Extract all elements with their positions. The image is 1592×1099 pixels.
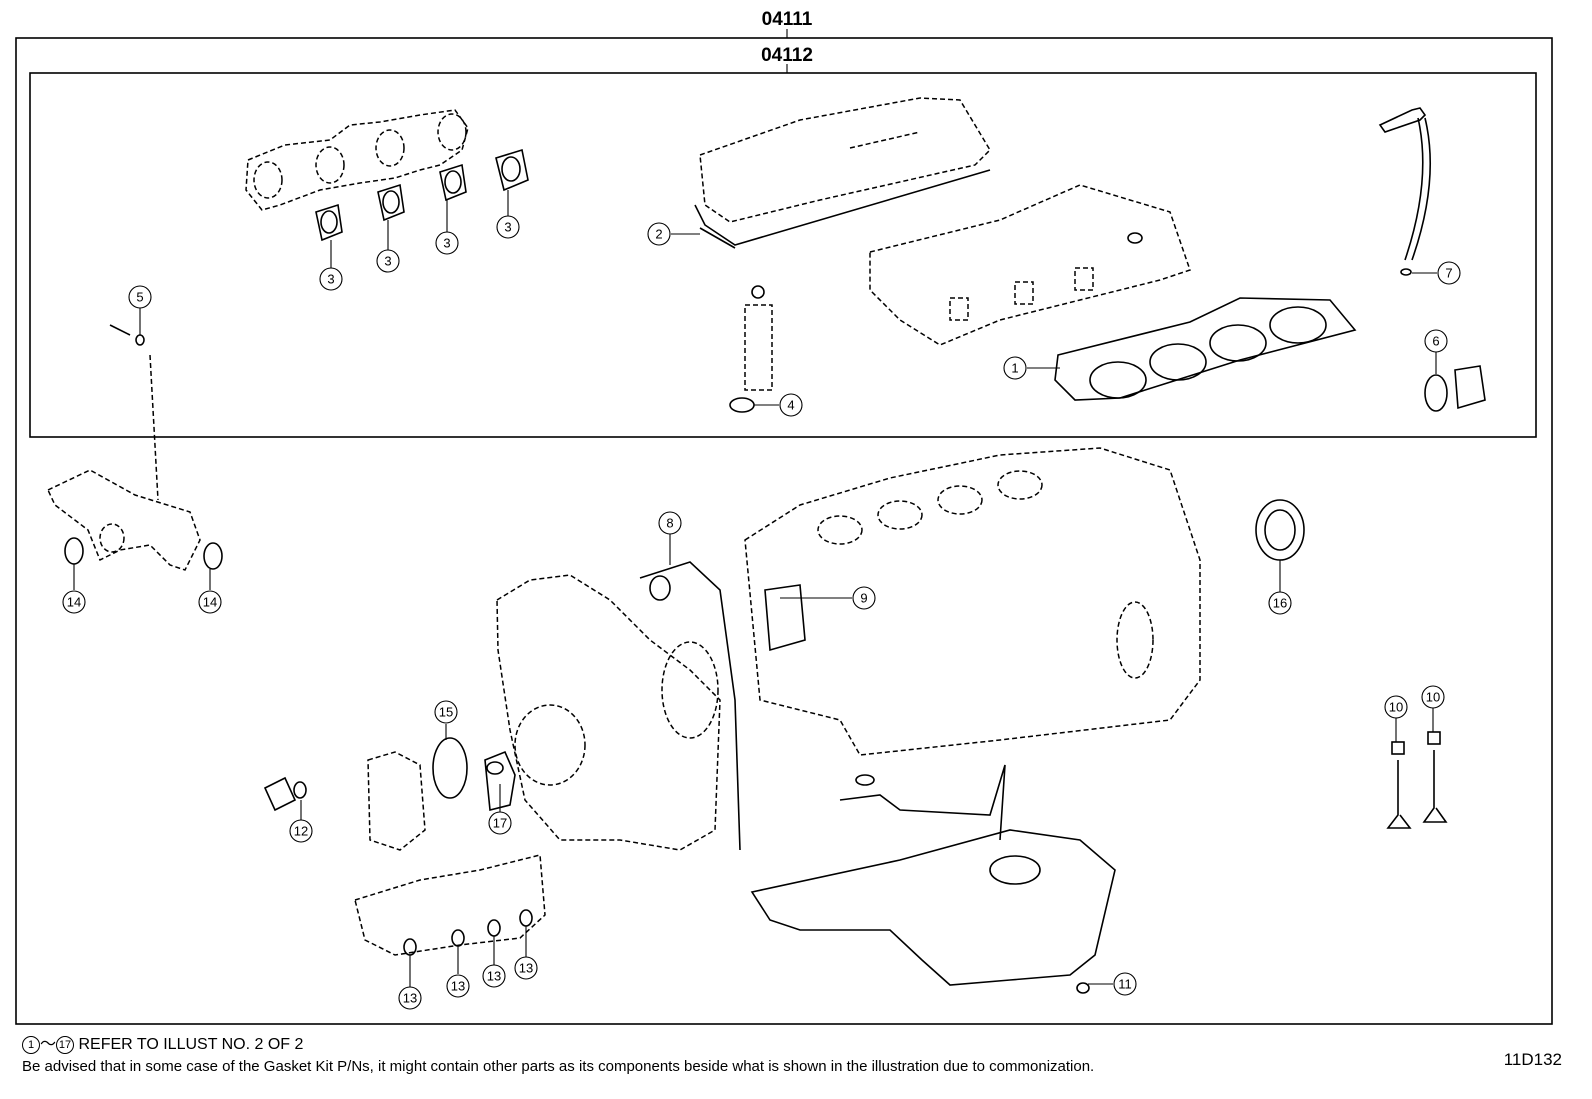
callout-label: 16 <box>1273 596 1287 611</box>
outer-kit-frame <box>15 37 1553 1025</box>
small-flange-gasket-drawing <box>263 776 307 812</box>
callout-c13c[interactable]: 13 <box>482 964 506 988</box>
callout-label: 11 <box>1118 977 1132 992</box>
valve-stem-seals-drawing <box>1386 731 1448 829</box>
callout-c9[interactable]: 9 <box>852 586 876 610</box>
figure-id: 11D132 <box>1503 1050 1562 1069</box>
water-inlet-gasket-drawing <box>1424 365 1486 412</box>
callout-c14a[interactable]: 14 <box>62 590 86 614</box>
exhaust-manifold-drawing <box>245 109 469 211</box>
timing-cover-drawing <box>496 561 741 851</box>
rear-oil-seal-drawing <box>1255 499 1305 561</box>
callout-c2[interactable]: 2 <box>647 222 671 246</box>
front-oil-seal-drawing <box>367 737 516 851</box>
callout-c14b[interactable]: 14 <box>198 590 222 614</box>
callout-c5[interactable]: 5 <box>128 285 152 309</box>
callout-c13d[interactable]: 13 <box>514 956 538 980</box>
callout-label: 6 <box>1432 334 1439 349</box>
callout-label: 10 <box>1389 700 1403 715</box>
manifold-gaskets <box>315 148 529 242</box>
callout-c12[interactable]: 12 <box>289 819 313 843</box>
callout-label: 13 <box>451 979 465 994</box>
callout-c13b[interactable]: 13 <box>446 974 470 998</box>
range-end-badge: 17 <box>56 1036 75 1054</box>
callout-label: 17 <box>493 816 507 831</box>
callout-label: 14 <box>203 595 217 610</box>
callout-label: 8 <box>666 516 673 531</box>
kit-code-inner[interactable]: 04112 <box>761 45 813 66</box>
water-pump-bracket-drawing <box>47 469 223 571</box>
callout-c1[interactable]: 1 <box>1003 356 1027 380</box>
refer-note: 1～17 REFER TO ILLUST NO. 2 OF 2 <box>22 1036 303 1054</box>
callout-c15[interactable]: 15 <box>434 700 458 724</box>
callout-label: 10 <box>1426 690 1440 705</box>
callout-label: 1 <box>1011 361 1018 376</box>
oil-pan-drawing <box>750 764 1116 994</box>
refer-text[interactable]: REFER TO ILLUST NO. 2 OF 2 <box>78 1036 304 1054</box>
callout-c3b[interactable]: 3 <box>376 249 400 273</box>
small-pin-drawing <box>109 324 159 501</box>
callout-c11[interactable]: 11 <box>1113 972 1137 996</box>
intake-manifold-drawing <box>354 854 546 956</box>
callout-c16[interactable]: 16 <box>1268 591 1292 615</box>
callout-label: 3 <box>504 220 511 235</box>
callout-label: 3 <box>327 272 334 287</box>
dipstick-guide-drawing <box>1378 107 1431 276</box>
cylinder-head-drawing <box>869 184 1191 346</box>
cylinder-block-drawing <box>744 447 1201 756</box>
callout-label: 7 <box>1445 266 1452 281</box>
callout-c8[interactable]: 8 <box>658 511 682 535</box>
callout-c6[interactable]: 6 <box>1424 329 1448 353</box>
range-separator: ～ <box>40 1036 57 1054</box>
callout-c3a[interactable]: 3 <box>319 267 343 291</box>
callout-c7[interactable]: 7 <box>1437 261 1461 285</box>
advisory-note: Be advised that in some case of the Gask… <box>22 1058 1095 1075</box>
callout-label: 12 <box>294 824 308 839</box>
callout-label: 13 <box>519 961 533 976</box>
range-start-badge: 1 <box>22 1036 40 1054</box>
callout-c17[interactable]: 17 <box>488 811 512 835</box>
callout-c10a[interactable]: 10 <box>1384 695 1408 719</box>
callout-c4[interactable]: 4 <box>779 393 803 417</box>
callout-label: 5 <box>136 290 143 305</box>
callout-label: 13 <box>403 991 417 1006</box>
callout-label: 3 <box>443 236 450 251</box>
callout-label: 2 <box>655 227 662 242</box>
kit-code-outer[interactable]: 04111 <box>762 9 813 30</box>
callout-label: 13 <box>487 969 501 984</box>
callout-label: 3 <box>384 254 391 269</box>
cylinder-head-gasket-drawing <box>1054 297 1357 401</box>
callout-c13a[interactable]: 13 <box>398 986 422 1010</box>
callout-label: 4 <box>787 398 794 413</box>
callout-c3c[interactable]: 3 <box>435 231 459 255</box>
valve-cover-drawing <box>694 97 991 249</box>
callout-leaders <box>73 190 1437 987</box>
inner-kit-frame <box>29 72 1537 438</box>
callout-label: 14 <box>67 595 81 610</box>
injector-seal-drawing <box>729 285 773 413</box>
callout-label: 9 <box>860 591 867 606</box>
callout-c10b[interactable]: 10 <box>1421 685 1445 709</box>
callout-c3d[interactable]: 3 <box>496 215 520 239</box>
callout-label: 15 <box>439 705 453 720</box>
